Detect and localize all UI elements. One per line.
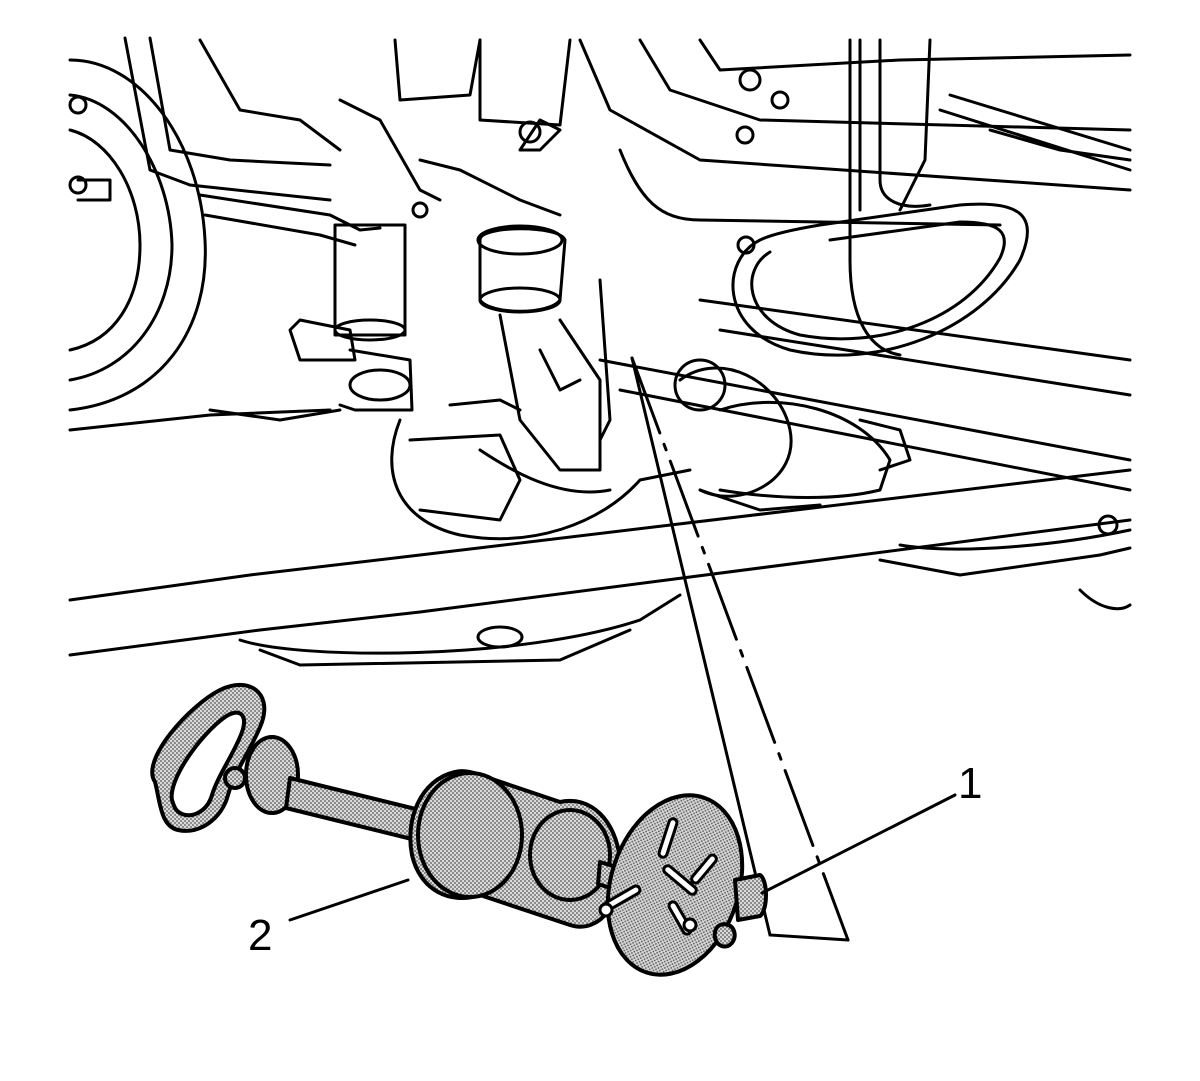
axle-left xyxy=(198,193,414,422)
leader-lines xyxy=(288,793,957,922)
brake-line xyxy=(731,38,1029,357)
callout-label-2: 2 xyxy=(248,911,273,960)
brackets xyxy=(338,68,790,255)
leader-line-1 xyxy=(760,793,957,895)
slide-hammer-tool xyxy=(150,683,768,977)
callout-label-1: 1 xyxy=(958,759,983,808)
upper-body xyxy=(123,36,1132,227)
differential xyxy=(390,358,912,541)
brake-drum-left xyxy=(68,58,207,412)
frame-rails xyxy=(68,298,1132,657)
vehicle-underbody xyxy=(68,36,1132,667)
floor-pan xyxy=(238,514,1132,667)
tool-threaded-adapter xyxy=(733,873,768,922)
leader-line-2 xyxy=(288,878,410,922)
installation-pointer xyxy=(630,356,850,942)
spring-mount xyxy=(476,118,612,472)
